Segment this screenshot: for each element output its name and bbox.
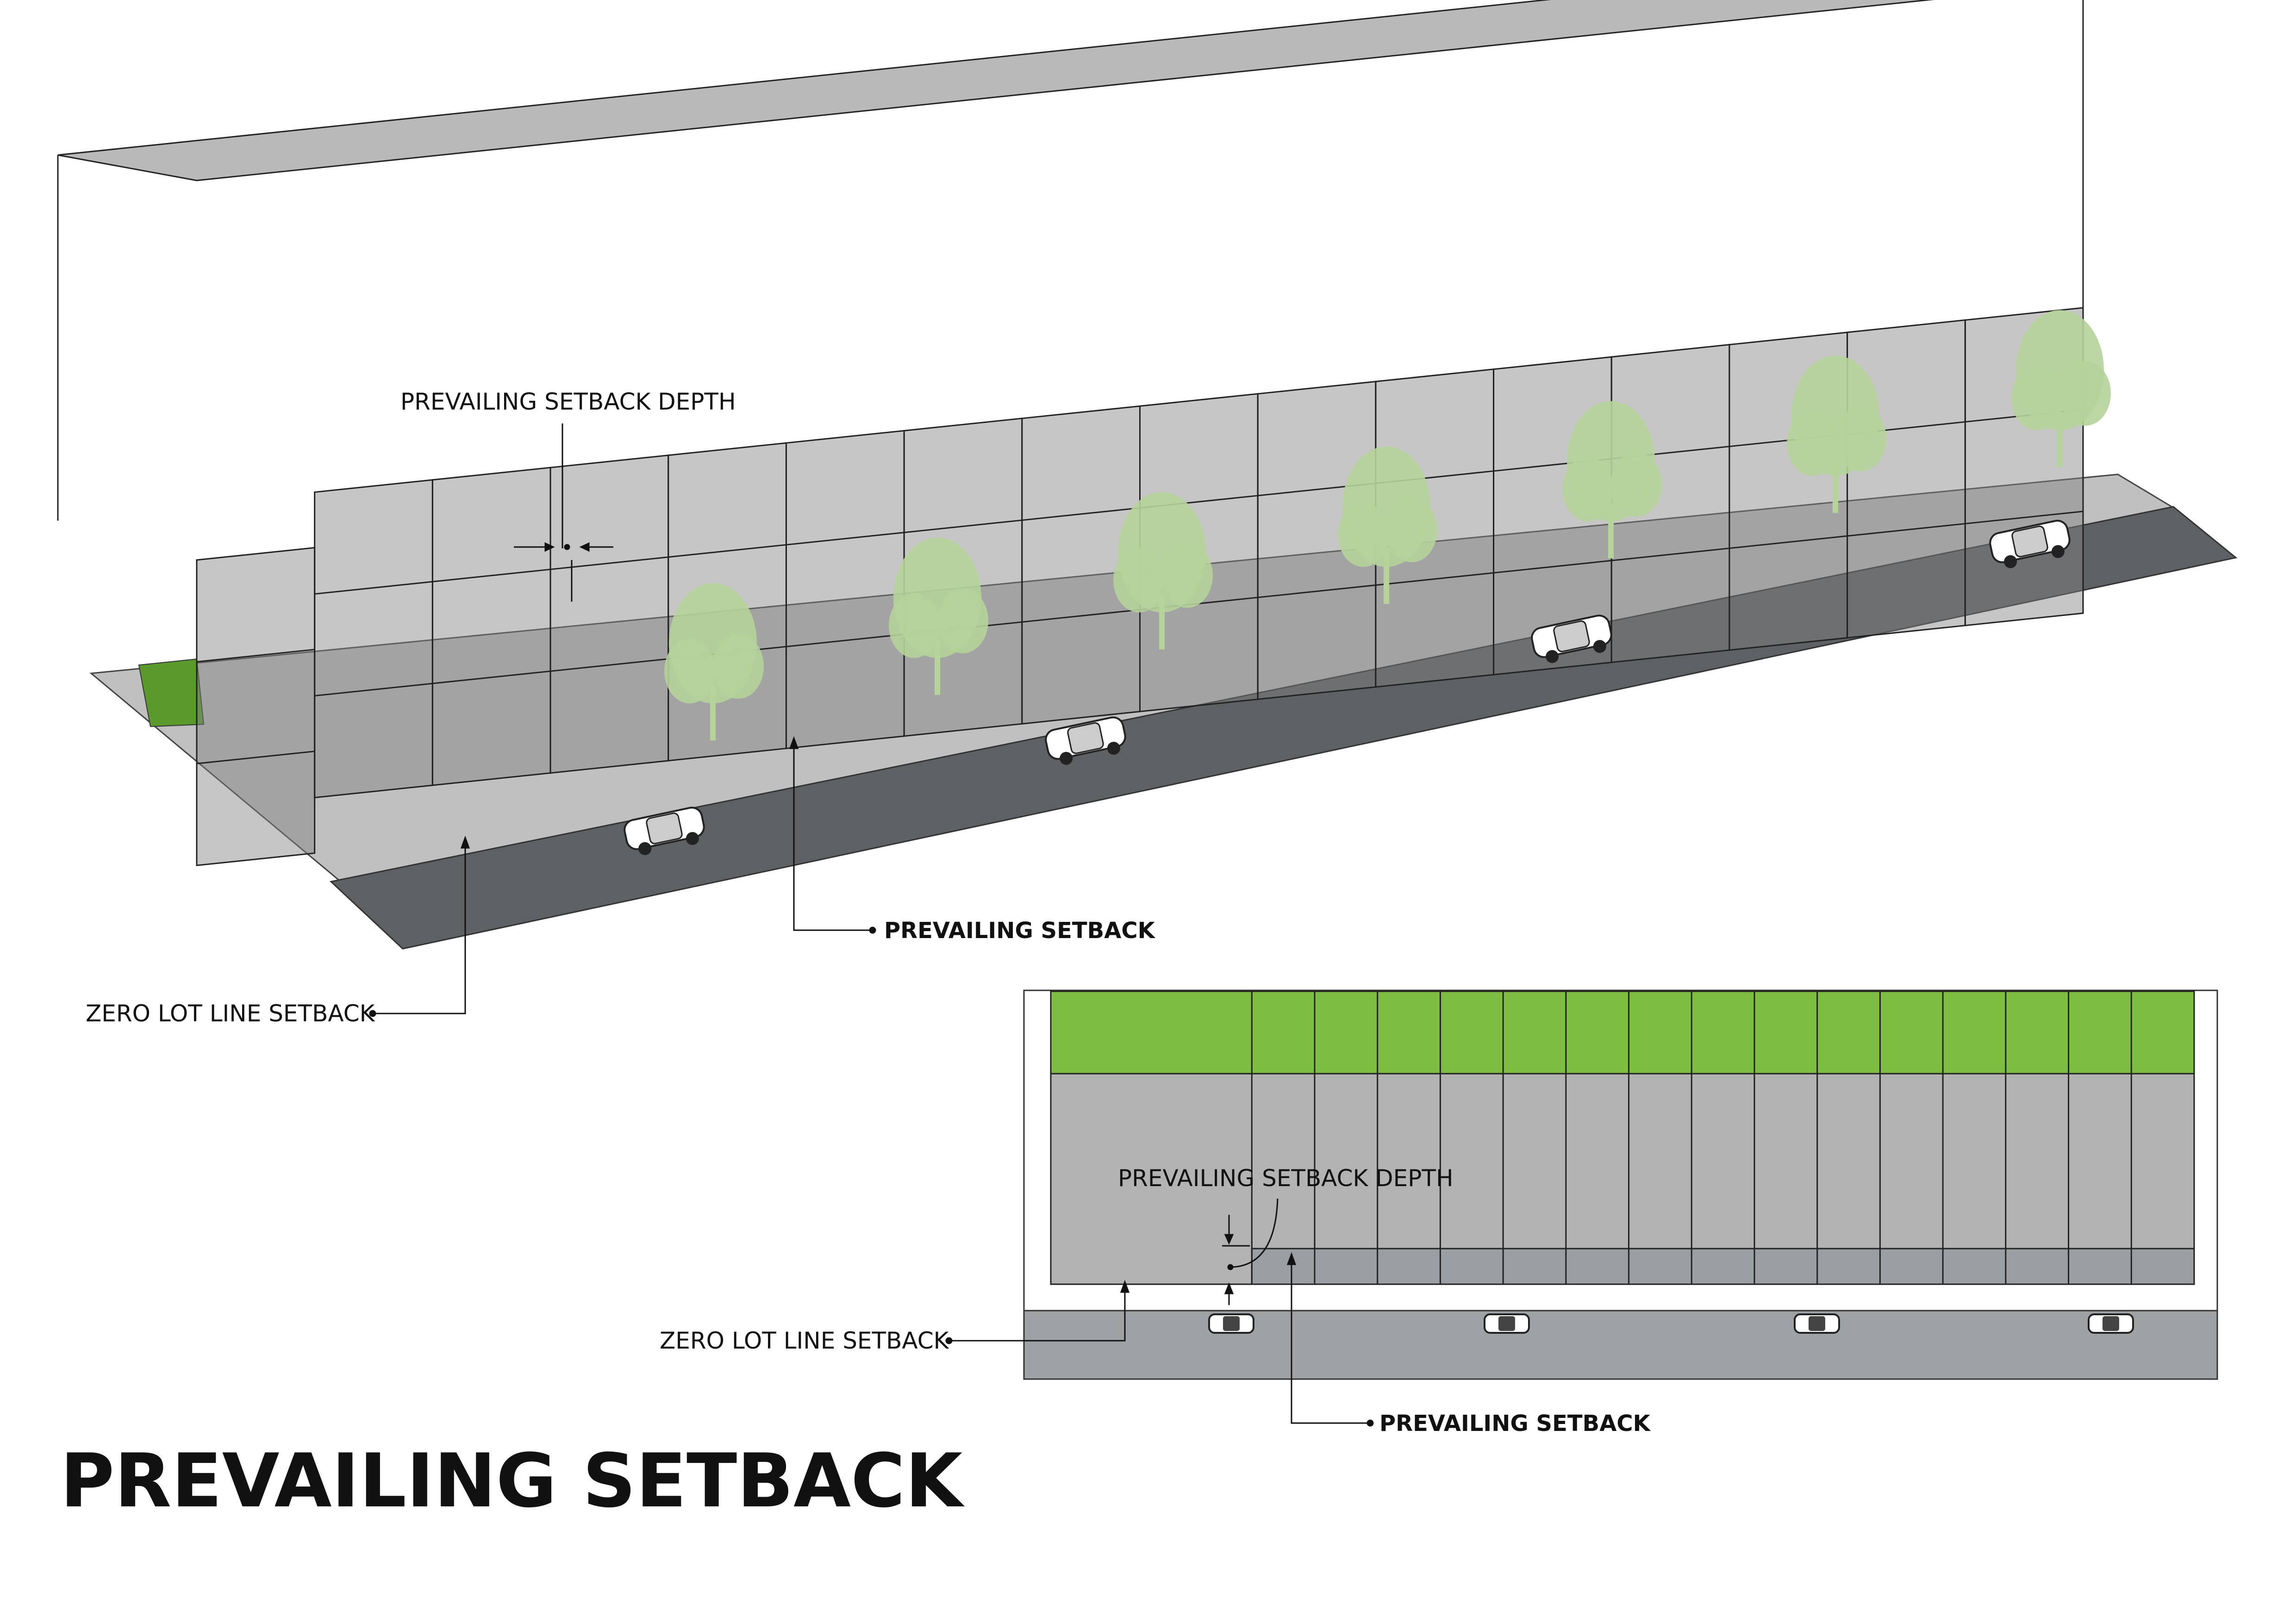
car-wheel <box>686 832 699 845</box>
tree-canopy <box>1162 543 1213 608</box>
axo-floor-line <box>1847 523 1965 537</box>
car-wheel <box>1107 741 1120 755</box>
car-wheel <box>1593 640 1606 653</box>
axo-floor-line <box>1729 535 1847 549</box>
page-title: PREVAILING SETBACK <box>60 1437 965 1524</box>
tree-canopy <box>1338 502 1389 567</box>
tree-canopy <box>2060 361 2111 426</box>
axo-floor-line <box>1022 609 1140 623</box>
car-wheel <box>1060 752 1073 765</box>
plan-road <box>1023 1310 2218 1380</box>
axo-floor-line <box>196 750 315 765</box>
axo-lawn <box>138 658 205 728</box>
axo-floor-line <box>314 683 433 696</box>
plan-car-roof <box>1809 1316 1825 1331</box>
axo-roof <box>57 0 1934 181</box>
tree-canopy <box>1787 411 1838 476</box>
car-roof <box>1553 620 1590 653</box>
car-wheel <box>638 842 652 855</box>
axo-lot-facade <box>1847 319 1966 639</box>
tree-canopy <box>889 593 940 658</box>
tree-canopy <box>1562 456 1613 522</box>
axo-trees <box>664 310 2111 740</box>
plan-car <box>2088 1313 2134 1334</box>
axo-floor-line <box>196 648 315 663</box>
plan-prevailing-leader <box>1286 1252 1374 1427</box>
plan-setback-strip <box>1251 1248 2195 1285</box>
axo-setback-depth-dimension <box>514 423 613 602</box>
axo-floor-line <box>432 568 551 583</box>
axo-floor-line <box>668 544 786 558</box>
axo-floor-line <box>1375 572 1494 586</box>
car-roof <box>1067 722 1104 754</box>
axo-cars <box>624 520 2071 855</box>
axo-prevailing-leader <box>789 736 876 934</box>
tree-canopy <box>2011 366 2062 430</box>
axo-lot-facade <box>431 466 551 786</box>
car-wheel <box>2004 555 2017 568</box>
axo-zero-lot-label: ZERO LOT LINE SETBACK <box>86 1000 375 1027</box>
plan-car-roof <box>2103 1316 2119 1331</box>
axo-floor-line <box>314 581 433 595</box>
plan-car-roof <box>1498 1316 1515 1331</box>
plan-car <box>1484 1313 1530 1334</box>
plan-prevailing-label: PREVAILING SETBACK <box>1379 1411 1651 1436</box>
axo-floor-line <box>1258 584 1376 598</box>
axo-floor-line <box>786 634 905 647</box>
tree-canopy <box>713 634 764 699</box>
car-roof <box>2011 525 2048 558</box>
tree-canopy <box>1835 406 1886 472</box>
axonometric-view: PREVAILING SETBACK DEPTH PREVAILING SETB… <box>57 0 2238 1027</box>
car-wheel <box>1546 650 1559 663</box>
axo-floor-line <box>1611 547 1730 561</box>
car-wheel <box>2051 545 2065 558</box>
axo-lot-facade <box>196 547 316 866</box>
car-roof <box>646 812 683 845</box>
plan-car <box>1208 1313 1254 1334</box>
axo-lot-facade <box>549 454 669 774</box>
tree-canopy <box>1386 497 1437 562</box>
car <box>624 807 705 855</box>
axo-floor-line <box>904 519 1022 534</box>
plan-zero-lot-leader <box>945 1280 1130 1344</box>
axo-prevailing-label: PREVAILING SETBACK <box>884 918 1156 944</box>
axo-floor-line <box>432 670 551 684</box>
axo-floor-line <box>1022 507 1140 521</box>
plan-view: PREVAILING SETBACK DEPTH PREVAILING SETB… <box>660 989 2218 1436</box>
car <box>1531 615 1612 663</box>
plan-cars <box>1208 1313 2134 1334</box>
axo-floor-line <box>550 556 668 570</box>
car <box>1045 716 1126 765</box>
axo-floor-line <box>550 658 668 672</box>
plan-car-roof <box>1223 1316 1240 1331</box>
plan-setback-depth-label: PREVAILING SETBACK DEPTH <box>1118 1165 1454 1192</box>
tree-canopy <box>1611 452 1662 517</box>
plan-car <box>1794 1313 1840 1334</box>
plan-zero-lot-label: ZERO LOT LINE SETBACK <box>660 1327 949 1354</box>
plan-lawn <box>1050 990 2195 1075</box>
axo-lot-facade <box>314 479 433 799</box>
axo-setback-depth-label: PREVAILING SETBACK DEPTH <box>400 388 736 415</box>
axo-zero-lot-leader <box>369 835 470 1017</box>
car <box>1989 520 2071 568</box>
tree-canopy <box>664 639 715 703</box>
axo-floor-line <box>1493 560 1612 574</box>
plan-lots <box>1050 990 2195 1285</box>
plan-setback-depth-dimension <box>1222 1198 1279 1305</box>
tree-canopy <box>937 588 988 653</box>
axo-lot-facade <box>785 429 905 749</box>
axo-floor-line <box>786 532 905 546</box>
tree-canopy <box>1113 547 1164 613</box>
axo-floor-line <box>1965 510 2084 525</box>
